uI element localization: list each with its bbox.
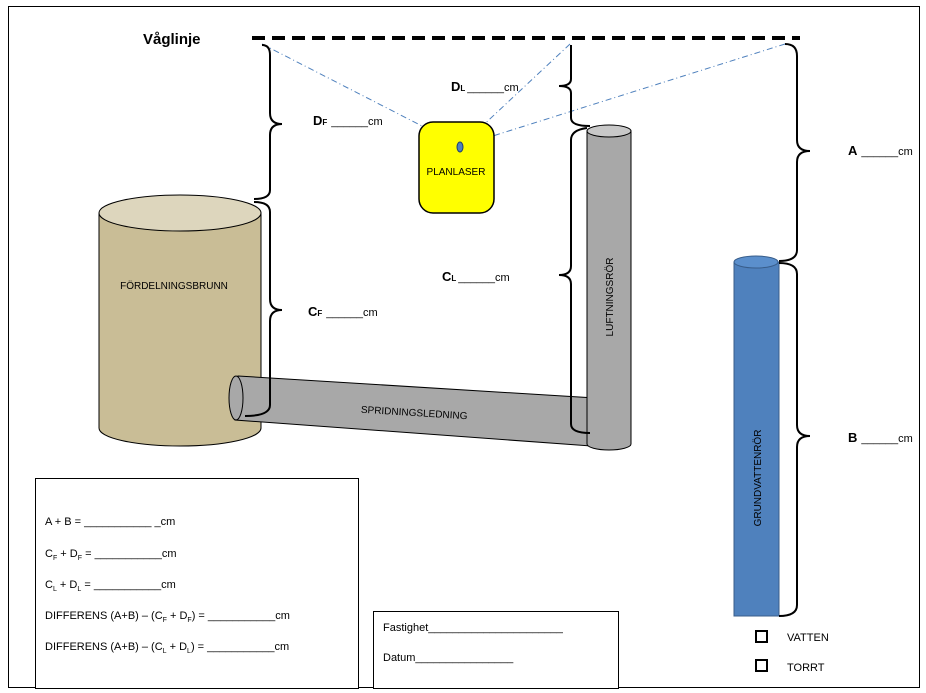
calc-line-ab: A + B = ___________ _cm — [45, 516, 176, 528]
groundwater-pipe — [733, 255, 780, 617]
tank-label: FÖRDELNINGSBRUNN — [120, 280, 228, 292]
vent-pipe — [586, 124, 632, 451]
label-b: B______cm — [848, 430, 913, 445]
calc-line-diff-l: DIFFERENS (A+B) – (CL + DL) = __________… — [45, 641, 290, 656]
calc-line-cf-df: CF + DF = ___________cm — [45, 548, 177, 563]
laser-beams — [261, 43, 786, 147]
calculation-box: A + B = ___________ _cm CF + DF = ______… — [35, 478, 359, 689]
brace-df — [253, 44, 283, 200]
fastighet-line: Fastighet______________________ — [383, 622, 563, 634]
brace-a — [778, 43, 811, 262]
calc-line-cl-dl: CL + DL = ___________cm — [45, 579, 176, 594]
brace-dl — [558, 44, 591, 127]
label-cl: CL______cm — [442, 269, 510, 284]
vent-pipe-label: LUFTNINGSRÖR — [604, 258, 616, 337]
label-df: DF______cm — [313, 113, 383, 128]
calc-line-diff-f: DIFFERENS (A+B) – (CF + DF) = __________… — [45, 610, 290, 625]
planlaser — [418, 121, 495, 214]
label-dl: DL______cm — [451, 79, 519, 94]
brace-cl — [558, 127, 591, 434]
property-box: Fastighet______________________ Datum___… — [373, 611, 619, 689]
label-a: A______cm — [848, 143, 913, 158]
torrt-checkbox[interactable] — [755, 659, 768, 672]
brace-b — [778, 262, 811, 617]
vatten-checkbox[interactable] — [755, 630, 768, 643]
label-cf: CF______cm — [308, 304, 378, 319]
datum-line: Datum________________ — [383, 652, 514, 664]
brace-cf — [244, 201, 283, 417]
distribution-tank — [98, 194, 262, 447]
planlaser-label: PLANLASER — [427, 167, 486, 178]
vatten-label: VATTEN — [787, 632, 829, 644]
waterline-label: Våglinje — [143, 31, 201, 48]
torrt-label: TORRT — [787, 662, 825, 674]
groundwater-pipe-label: GRUNDVATTENRÖR — [752, 430, 764, 527]
